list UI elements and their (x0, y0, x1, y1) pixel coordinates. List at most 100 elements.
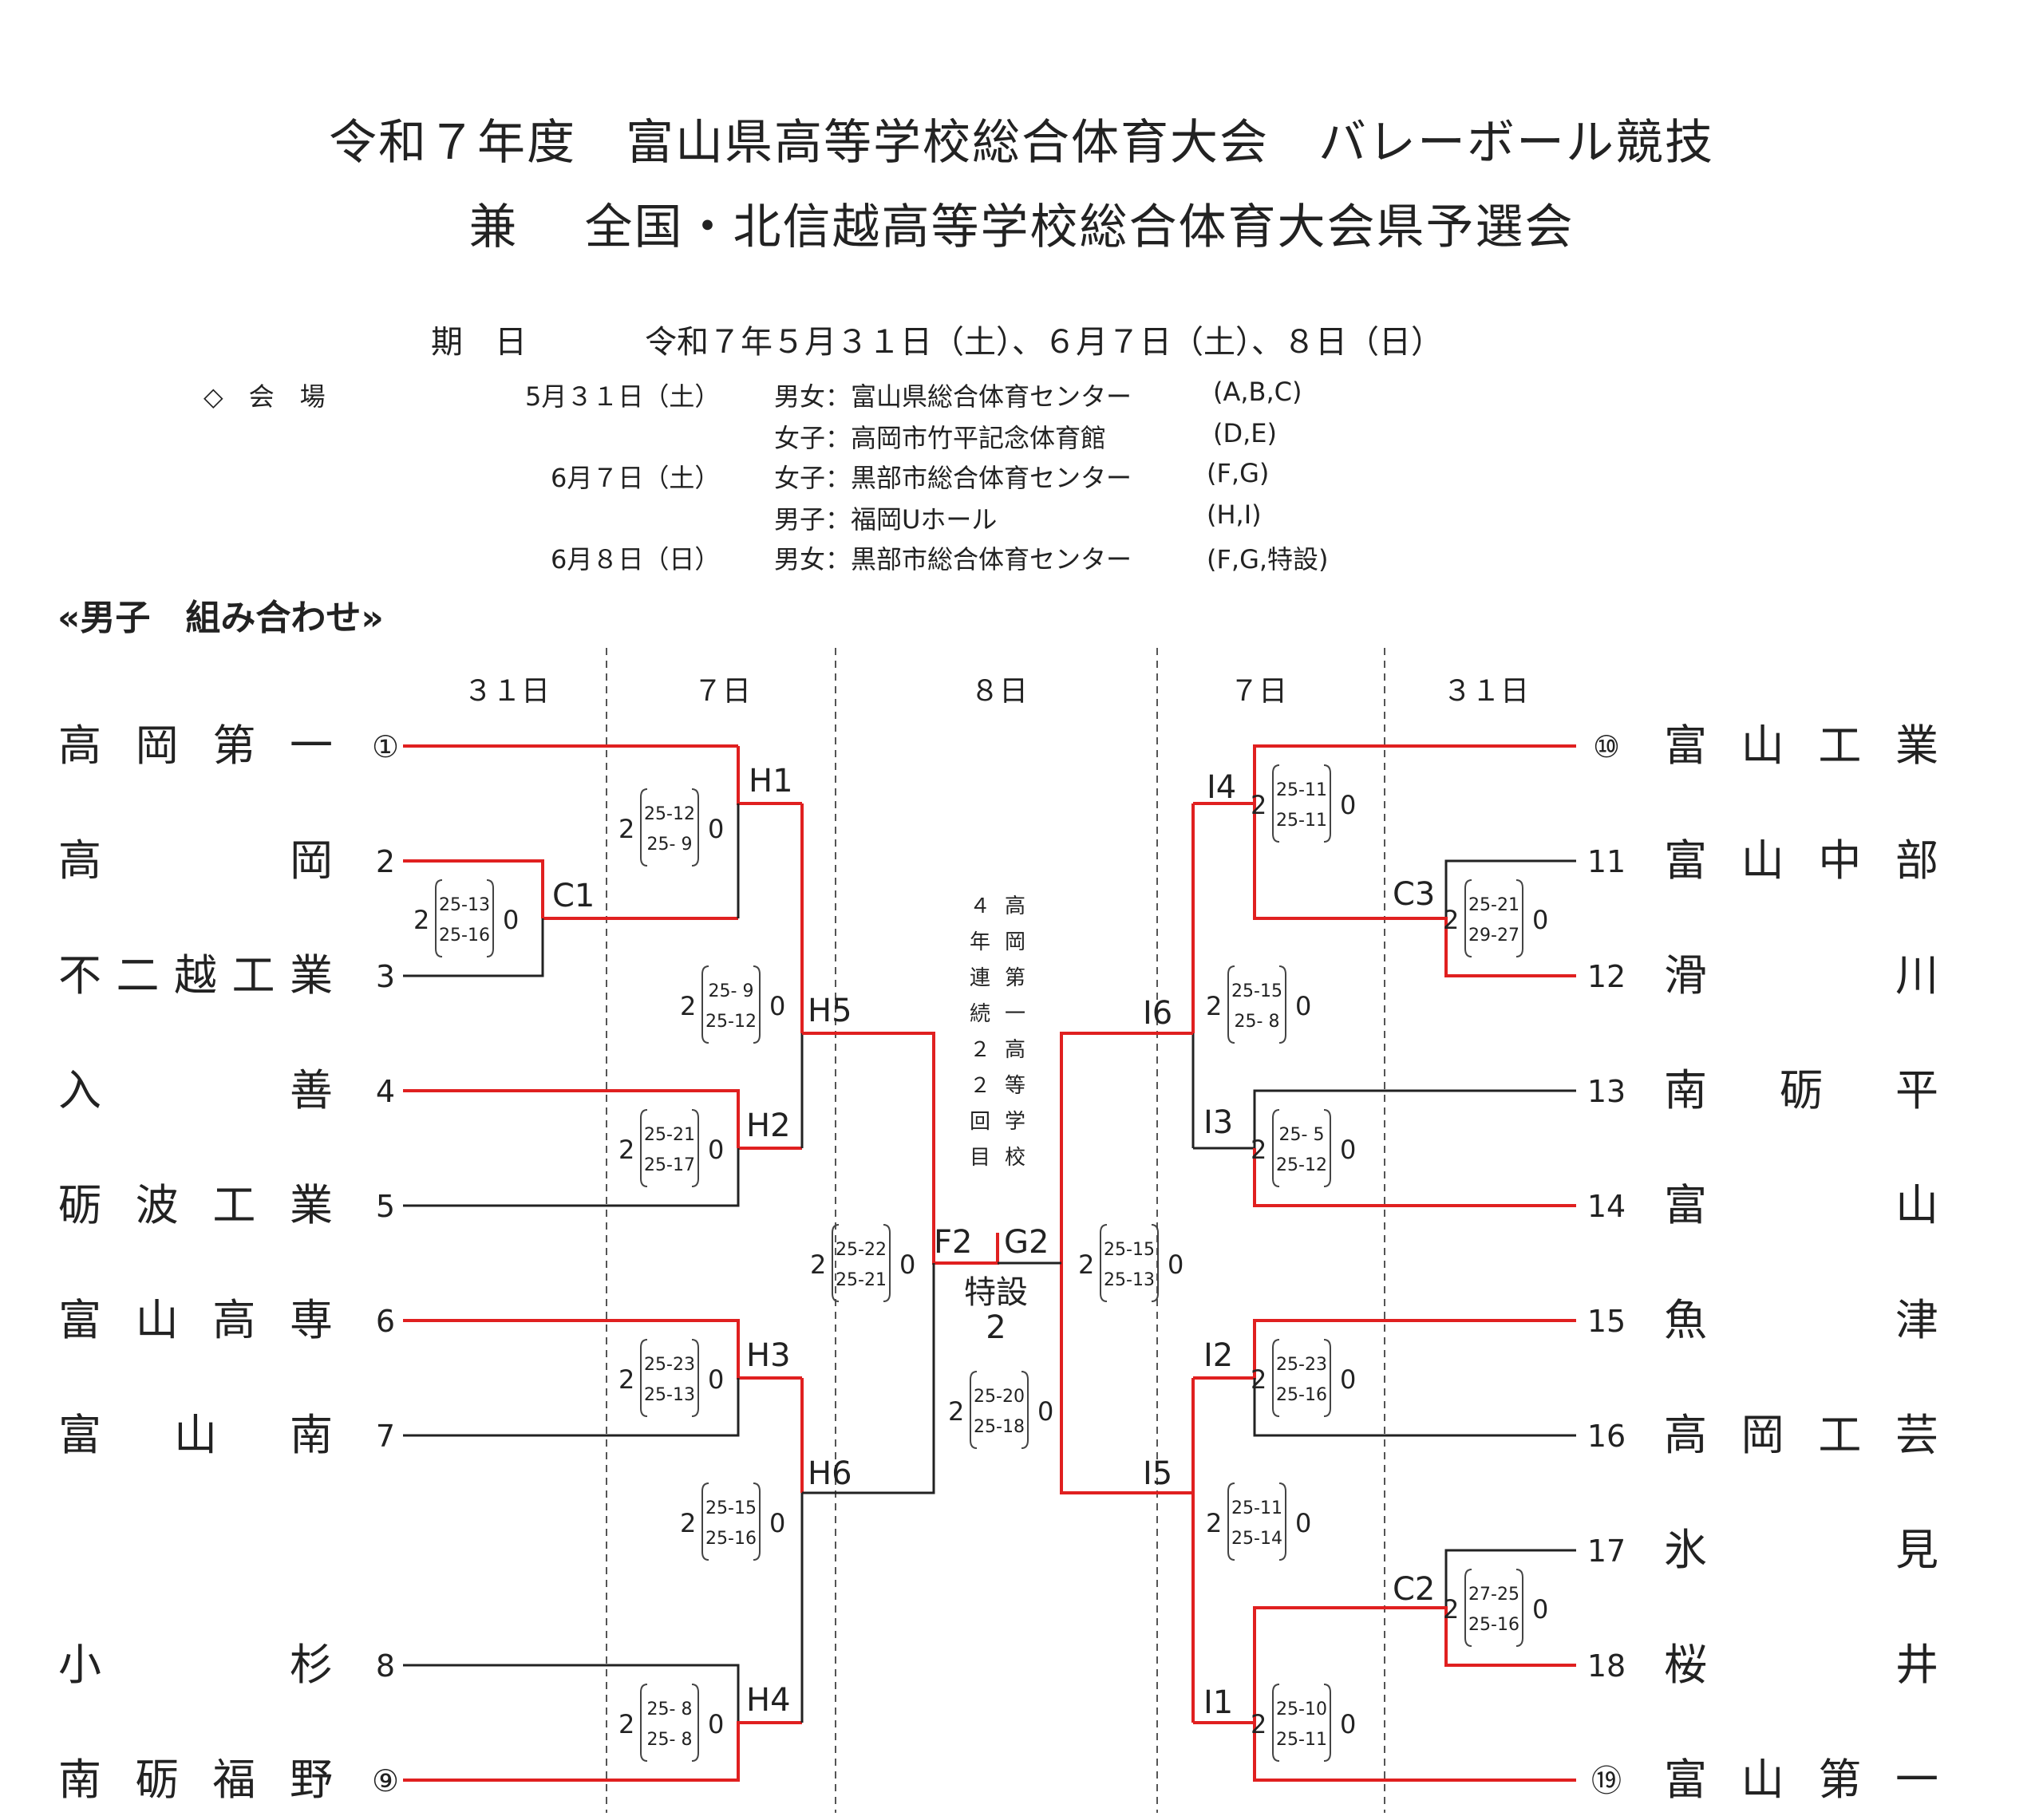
team-seed-right: 14 (1587, 1189, 1626, 1224)
score-bracket-left (435, 879, 443, 957)
score-sets-won: 2 (1251, 1364, 1267, 1395)
team-name-right: 山 (1741, 1755, 1784, 1805)
bracket-line (403, 1378, 740, 1437)
title-line-2: 兼 全国・北信越高等学校総合体育大会県予選会 (468, 199, 1575, 255)
score-sets-lost: 0 (769, 991, 785, 1021)
score-sets-won: 2 (1251, 1709, 1267, 1739)
bracket-line (403, 918, 544, 977)
team-name-right: 津 (1895, 1295, 1938, 1345)
score-bracket-left (640, 788, 648, 867)
set-score: 25- 8 (647, 1700, 693, 1719)
team-name-left: 入 (58, 1065, 101, 1115)
score-sets-lost: 0 (769, 1508, 785, 1538)
team-name-right: 一 (1895, 1755, 1938, 1805)
col-day-31: ３１日 (1443, 675, 1529, 708)
score-sets-lost: 0 (708, 814, 724, 844)
score-sets-won: 2 (618, 1709, 634, 1739)
score-sets-won: 2 (1443, 1594, 1459, 1625)
winner-path (403, 1721, 802, 1782)
winner-note-right: 第 (1005, 966, 1025, 990)
set-score: 25-10 (1276, 1700, 1327, 1719)
score-bracket-left (640, 1109, 648, 1187)
score-bracket-right (691, 1684, 699, 1762)
team-seed-right: 13 (1587, 1074, 1626, 1109)
team-name-right: 滑 (1664, 950, 1707, 1001)
team-name-right: 部 (1895, 835, 1938, 886)
match-label: H4 (746, 1682, 791, 1719)
set-score: 25-11 (1276, 780, 1327, 800)
team-name-right: 平 (1895, 1065, 1938, 1115)
venue-code: (D,E) (1213, 418, 1277, 448)
match-label: I3 (1203, 1104, 1233, 1141)
score-sets-lost: 0 (1295, 1508, 1311, 1538)
score-bracket-left (701, 965, 709, 1044)
bracket-line (1444, 859, 1576, 918)
team-name-left: 南 (290, 1410, 333, 1460)
score-sets-lost: 0 (1340, 1709, 1356, 1739)
score-sets-lost: 0 (1340, 1364, 1356, 1395)
winner-path (403, 1319, 802, 1380)
final-court-number: 2 (986, 1309, 1006, 1346)
winner-path (1193, 1721, 1576, 1782)
team-name-right: 第 (1818, 1755, 1861, 1805)
venue-date: 6月８日（日） (551, 544, 721, 574)
venue-code: (F,G) (1207, 458, 1270, 488)
team-name-left: 業 (290, 1180, 333, 1230)
score-sets-won: 2 (618, 1135, 634, 1165)
bracket-line (403, 1664, 740, 1723)
team-name-left: 不 (58, 950, 101, 1001)
venue-code: (A,B,C) (1213, 377, 1302, 407)
team-name-left: 第 (212, 720, 255, 771)
score-sets-lost: 0 (503, 905, 519, 935)
set-score: 25- 9 (647, 835, 693, 855)
score-bracket-right (1323, 764, 1331, 843)
team-name-right: 芸 (1895, 1410, 1938, 1460)
set-score: 25-15 (705, 1498, 757, 1518)
set-score: 25-11 (1276, 811, 1327, 831)
score-sets-won: 2 (1206, 1508, 1222, 1538)
dates-value: 令和７年５月３１日（土）、６月７日（土）、８日（日） (645, 324, 1443, 361)
score-sets-lost: 0 (1340, 1135, 1356, 1165)
match-label: I6 (1143, 995, 1172, 1032)
winner-path (1253, 1148, 1576, 1207)
winner-path (403, 1089, 740, 1148)
score-sets-lost: 0 (708, 1364, 724, 1395)
score-bracket-left (1100, 1224, 1108, 1302)
set-score: 25-15 (1231, 981, 1282, 1001)
team-name-left: 山 (136, 1295, 179, 1345)
team-name-right: 工 (1818, 1410, 1861, 1460)
set-score: 25-13 (439, 895, 490, 915)
team-name-left: 高 (58, 720, 101, 771)
col-day-7: ７日 (694, 675, 751, 708)
team-seed-left: 3 (376, 959, 395, 994)
team-name-left: 善 (290, 1065, 333, 1115)
score-bracket-left (1272, 1339, 1280, 1417)
set-score: 25-22 (836, 1240, 887, 1260)
team-seed-right: 15 (1587, 1304, 1626, 1339)
team-name-left: 野 (290, 1755, 333, 1805)
score-sets-lost: 0 (1168, 1250, 1184, 1280)
match-label: H5 (808, 993, 852, 1029)
team-name-right: 高 (1664, 1410, 1707, 1460)
match-label: I1 (1203, 1684, 1233, 1721)
score-sets-won: 2 (1251, 790, 1267, 820)
winner-path (1193, 1319, 1576, 1380)
score-bracket-right (883, 1224, 891, 1302)
score-sets-lost: 0 (1532, 905, 1548, 935)
team-name-right: 山 (1741, 720, 1784, 771)
set-score: 25-21 (644, 1125, 695, 1145)
winner-note-left: 年 (970, 930, 990, 954)
score-bracket-right (1323, 1684, 1331, 1762)
score-bracket-left (1272, 1684, 1280, 1762)
match-label: F2 (934, 1224, 972, 1261)
team-seed-right: ⑲ (1591, 1763, 1622, 1798)
winner-path (403, 859, 544, 918)
set-score: 25-16 (1276, 1385, 1327, 1405)
score-bracket-left (1227, 965, 1235, 1044)
set-score: 25-18 (974, 1417, 1025, 1437)
team-name-left: 波 (136, 1180, 179, 1230)
score-sets-won: 2 (1443, 905, 1459, 935)
score-bracket-left (1272, 764, 1280, 843)
team-name-right: 氷 (1664, 1525, 1707, 1575)
winner-note-left: 続 (970, 1002, 990, 1026)
